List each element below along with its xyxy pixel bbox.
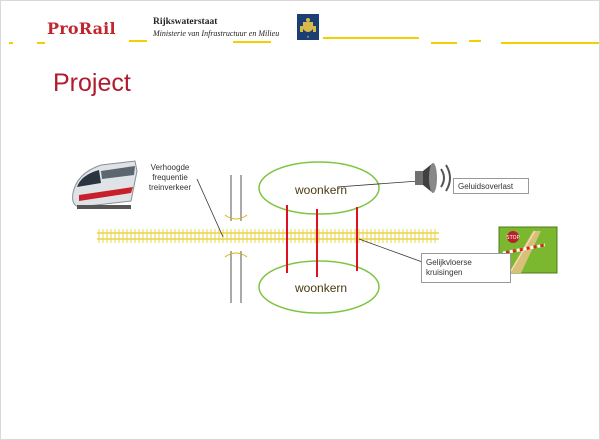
slide-header: ProRail Rijkswaterstaat Ministerie van I… xyxy=(1,1,599,61)
prorail-logo: ProRail xyxy=(47,19,116,38)
train-icon xyxy=(72,160,138,209)
residential-label-bottom: woonkern xyxy=(295,281,348,295)
residential-label-top: woonkern xyxy=(295,183,348,197)
svg-text:STOP: STOP xyxy=(506,235,519,241)
road-bridge-marks xyxy=(224,214,248,258)
svg-text:♦: ♦ xyxy=(307,35,310,39)
connector-lines xyxy=(196,178,426,264)
ministry-subtitle: Ministerie van Infrastructuur en Milieu xyxy=(153,29,280,38)
train-traffic-label: Verhoogde frequentie treinverkeer xyxy=(148,163,192,192)
noise-label: Geluidsoverlast xyxy=(453,178,529,194)
slide-title: Project xyxy=(53,69,131,97)
header-accent-lines xyxy=(9,37,599,44)
level-crossing-label: Gelijkvloerse kruisingen xyxy=(421,253,511,283)
speaker-icon xyxy=(415,163,451,193)
level-crossings xyxy=(286,205,358,277)
residential-area-top xyxy=(258,161,380,215)
crest-icon: ♦ xyxy=(297,14,319,40)
railway-track xyxy=(97,229,439,243)
rijkswaterstaat-logo: Rijkswaterstaat Ministerie van Infrastru… xyxy=(153,17,279,39)
road xyxy=(230,175,242,303)
residential-area-bottom xyxy=(258,260,380,314)
ministry-name: Rijkswaterstaat xyxy=(153,17,218,27)
